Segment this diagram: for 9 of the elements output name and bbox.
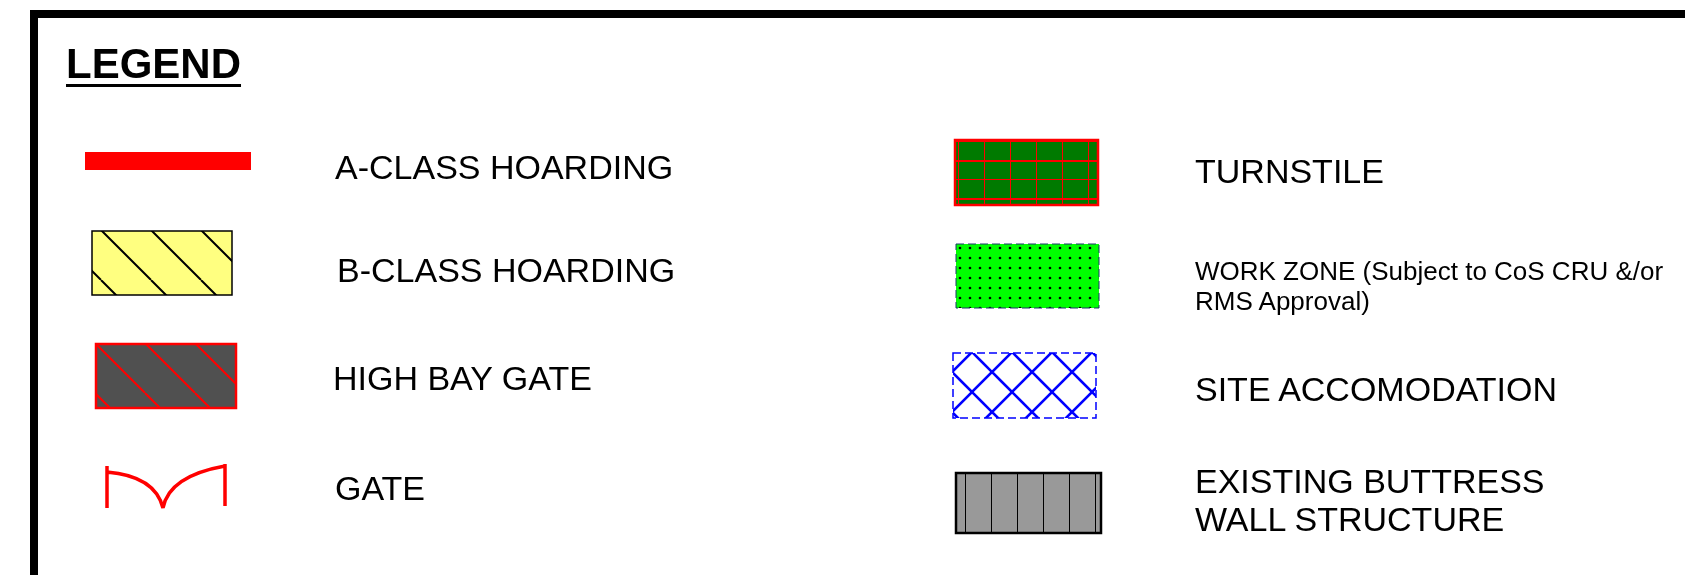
legend-label: TURNSTILE [1195,152,1385,190]
legend-label: EXISTING BUTTRESS WALL STRUCTURE [1195,462,1546,538]
legend-label: SITE ACCOMODATION [1195,370,1559,408]
legend-label: A-CLASS HOARDING [335,148,675,186]
legend-label: GATE [335,469,427,507]
legend-label: HIGH BAY GATE [333,359,593,397]
legend-label: WORK ZONE (Subject to CoS CRU &/or RMS Approval) [1195,256,1665,316]
legend-heading: LEGEND [66,40,241,88]
legend-label: B-CLASS HOARDING [337,251,677,289]
